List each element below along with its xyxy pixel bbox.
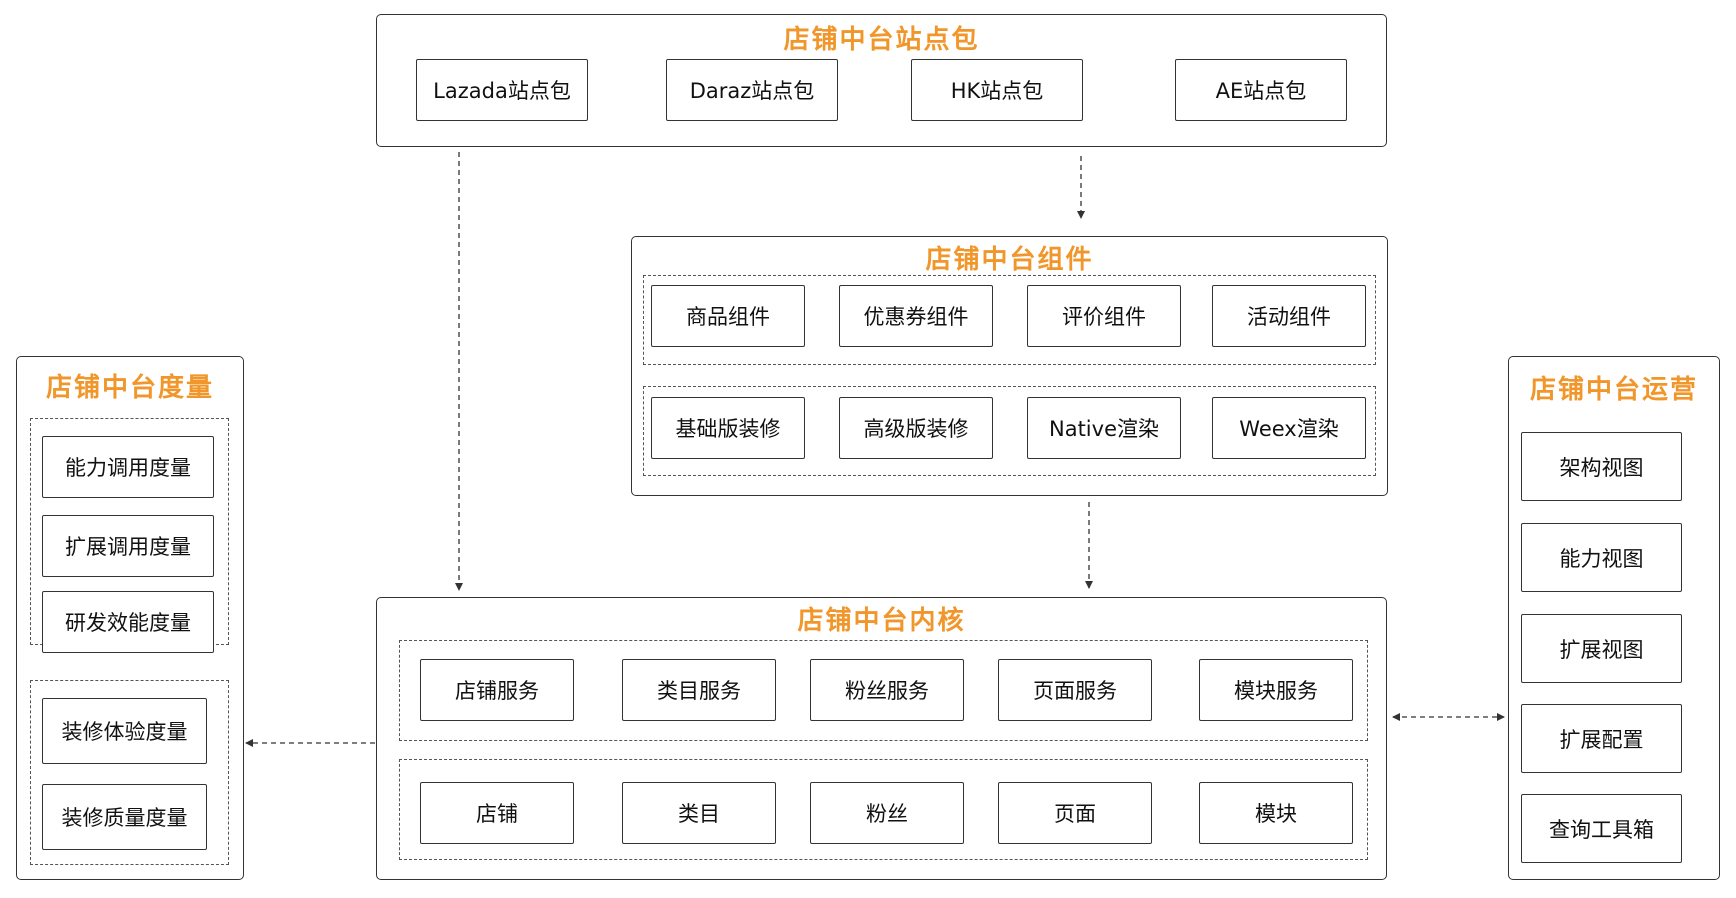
- metrics-group-decoration: 装修体验度量 装修质量度量: [30, 680, 229, 865]
- operations-title: 店铺中台运营: [1529, 375, 1698, 405]
- operations-panel: 店铺中台运营 架构视图 能力视图 扩展视图 扩展配置 查询工具箱: [1508, 356, 1720, 880]
- metric-item: 扩展调用度量: [42, 515, 214, 577]
- operation-item: 扩展配置: [1521, 704, 1682, 773]
- site-packages-title: 店铺中台站点包: [783, 25, 980, 55]
- site-packages-panel: 店铺中台站点包 Lazada站点包 Daraz站点包 HK站点包 AE站点包: [376, 14, 1387, 147]
- site-package-daraz: Daraz站点包: [666, 59, 838, 121]
- components-title: 店铺中台组件: [925, 245, 1094, 275]
- metrics-panel: 店铺中台度量 能力调用度量 扩展调用度量 研发效能度量 装修体验度量 装修质量度…: [16, 356, 244, 880]
- metric-item: 装修体验度量: [42, 698, 207, 764]
- component-item: 活动组件: [1212, 285, 1366, 347]
- kernel-service: 模块服务: [1199, 659, 1353, 721]
- kernel-entity: 页面: [998, 782, 1152, 844]
- metrics-title: 店铺中台度量: [45, 373, 214, 403]
- kernel-service: 类目服务: [622, 659, 776, 721]
- kernel-entity: 类目: [622, 782, 776, 844]
- metric-item: 能力调用度量: [42, 436, 214, 498]
- kernel-service: 粉丝服务: [810, 659, 964, 721]
- metric-item: 研发效能度量: [42, 591, 214, 653]
- operation-item: 架构视图: [1521, 432, 1682, 501]
- site-package-ae: AE站点包: [1175, 59, 1347, 121]
- metric-item: 装修质量度量: [42, 784, 207, 850]
- component-item: 商品组件: [651, 285, 805, 347]
- site-package-hk: HK站点包: [911, 59, 1083, 121]
- operation-item: 查询工具箱: [1521, 794, 1682, 863]
- kernel-entity: 店铺: [420, 782, 574, 844]
- component-item: 优惠券组件: [839, 285, 993, 347]
- components-group-render: 基础版装修 高级版装修 Native渲染 Weex渲染: [643, 386, 1376, 476]
- component-item: Native渲染: [1027, 397, 1181, 459]
- component-item: 评价组件: [1027, 285, 1181, 347]
- component-item: 高级版装修: [839, 397, 993, 459]
- kernel-entity: 粉丝: [810, 782, 964, 844]
- kernel-service: 店铺服务: [420, 659, 574, 721]
- kernel-title: 店铺中台内核: [797, 606, 966, 636]
- kernel-group-services: 店铺服务 类目服务 粉丝服务 页面服务 模块服务: [399, 640, 1368, 741]
- operation-item: 扩展视图: [1521, 614, 1682, 683]
- kernel-group-entities: 店铺 类目 粉丝 页面 模块: [399, 759, 1368, 860]
- components-panel: 店铺中台组件 商品组件 优惠券组件 评价组件 活动组件 基础版装修 高级版装修 …: [631, 236, 1388, 496]
- component-item: 基础版装修: [651, 397, 805, 459]
- operation-item: 能力视图: [1521, 523, 1682, 592]
- site-package-lazada: Lazada站点包: [416, 59, 588, 121]
- components-group-business: 商品组件 优惠券组件 评价组件 活动组件: [643, 275, 1376, 365]
- kernel-panel: 店铺中台内核 店铺服务 类目服务 粉丝服务 页面服务 模块服务 店铺 类目 粉丝…: [376, 597, 1387, 880]
- kernel-entity: 模块: [1199, 782, 1353, 844]
- metrics-group-capability: 能力调用度量 扩展调用度量 研发效能度量: [30, 418, 229, 653]
- kernel-service: 页面服务: [998, 659, 1152, 721]
- component-item: Weex渲染: [1212, 397, 1366, 459]
